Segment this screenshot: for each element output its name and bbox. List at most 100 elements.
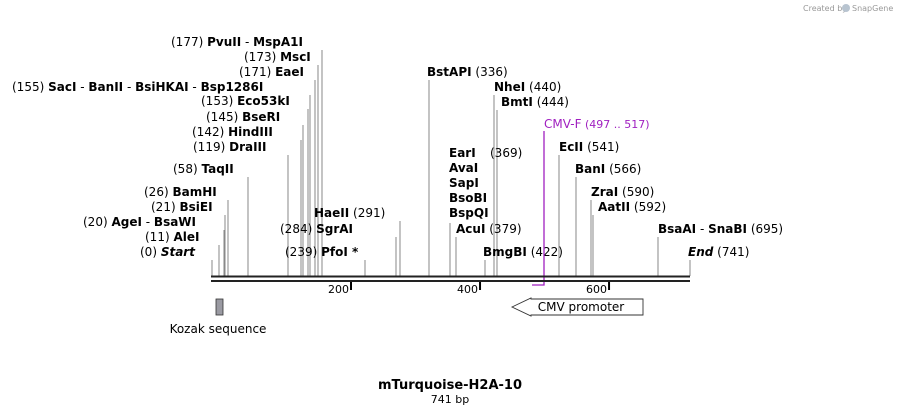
site-position: (145) <box>206 110 238 124</box>
site-position: (239) <box>285 245 317 259</box>
site-labels: (0) Start(11) AleI(20) AgeI - BsaWI(21) … <box>12 35 783 259</box>
primer-arrow <box>532 131 545 286</box>
site-position: (11) <box>145 230 170 244</box>
site-name: Bsp1286I <box>201 80 264 94</box>
site-position: (119) <box>193 140 225 154</box>
site-label-hindiii[interactable]: (142) HindIII <box>192 125 273 139</box>
site-label-pvuii-mspa1i[interactable]: (177) PvuII - MspA1I <box>171 35 303 49</box>
map-title: mTurquoise-H2A-10 <box>378 378 522 393</box>
site-label-eari[interactable]: EarI <box>449 146 476 160</box>
site-name: SacI <box>48 80 76 94</box>
site-label-avai[interactable]: AvaI <box>449 161 478 175</box>
site-label-bamhi[interactable]: (26) BamHI <box>144 185 217 199</box>
site-name: AcuI <box>456 222 485 236</box>
site-name: BsiEI <box>179 200 212 214</box>
site-name: HaeII <box>314 206 349 220</box>
site-name: ZraI <box>591 185 618 199</box>
site-label-bseri[interactable]: (145) BseRI <box>206 110 280 124</box>
site-name: TaqII <box>201 162 233 176</box>
site-position: (21) <box>151 200 176 214</box>
site-position: (440) <box>529 80 561 94</box>
site-label-bsobi[interactable]: BsoBI <box>449 191 487 205</box>
site-label-pfoi[interactable]: (239) PfoI * <box>285 245 359 259</box>
site-position: (291) <box>353 206 385 220</box>
site-position: (541) <box>587 140 619 154</box>
site-name: Eco53kI <box>237 94 290 108</box>
site-label-bani[interactable]: BanI (566) <box>575 162 641 176</box>
site-position: (695) <box>751 222 783 236</box>
site-name: AatII <box>598 200 630 214</box>
site-name: BsiHKAI <box>135 80 189 94</box>
site-name: PfoI * <box>321 245 359 259</box>
site-name: PvuII <box>207 35 241 49</box>
site-position: (177) <box>171 35 203 49</box>
site-label-bmti[interactable]: BmtI (444) <box>501 95 569 109</box>
site-position: (566) <box>609 162 641 176</box>
credit-text: Created by <box>803 4 847 13</box>
site-position: (155) <box>12 80 44 94</box>
credit-brand: SnapGene <box>852 4 893 13</box>
site-label-sapi[interactable]: SapI <box>449 176 479 190</box>
site-name: BsaWI <box>154 215 196 229</box>
site-name: AgeI <box>111 215 141 229</box>
site-label-saci-banii-bsihkai-bsp1286i[interactable]: (155) SacI - BanII - BsiHKAI - Bsp1286I <box>12 80 263 94</box>
site-label-bsaai-snabi[interactable]: BsaAI - SnaBI (695) <box>658 222 783 236</box>
site-position: (173) <box>244 50 276 64</box>
site-name: HindIII <box>228 125 273 139</box>
site-name: BstAPI <box>427 65 472 79</box>
site-label-taqii[interactable]: (58) TaqII <box>173 162 234 176</box>
site-label-zrai[interactable]: ZraI (590) <box>591 185 654 199</box>
site-label-msci[interactable]: (173) MscI <box>244 50 311 64</box>
site-name: BmtI <box>501 95 533 109</box>
site-label-eaei[interactable]: (171) EaeI <box>239 65 304 79</box>
site-position: (153) <box>201 94 233 108</box>
site-label-ecii[interactable]: EcII (541) <box>559 140 619 154</box>
site-name: DraIII <box>229 140 266 154</box>
site-label-acui[interactable]: AcuI (379) <box>456 222 522 236</box>
site-name: MscI <box>280 50 311 64</box>
site-name: BamHI <box>172 185 216 199</box>
feature-cmv-promoter-label: CMV promoter <box>538 300 625 314</box>
site-name: AleI <box>173 230 199 244</box>
site-name: NheI <box>494 80 525 94</box>
site-label-draiii[interactable]: (119) DraIII <box>193 140 266 154</box>
site-position: (26) <box>144 185 169 199</box>
site-name: SgrAI <box>316 222 353 236</box>
site-label-agei-bsawi[interactable]: (20) AgeI - BsaWI <box>83 215 196 229</box>
site-name: EcII <box>559 140 583 154</box>
site-label-bspqi[interactable]: BspQI <box>449 206 489 220</box>
site-label-bstapi[interactable]: BstAPI (336) <box>427 65 508 79</box>
site-name: BsaAI <box>658 222 696 236</box>
site-position: (58) <box>173 162 198 176</box>
feature-kozak-box[interactable] <box>215 298 224 316</box>
site-position: (741) <box>717 245 749 259</box>
site-position: (284) <box>280 222 312 236</box>
tick-label: 200 <box>328 283 349 296</box>
site-label-end[interactable]: End (741) <box>688 245 749 259</box>
site-label-bmgbi[interactable]: BmgBI (422) <box>483 245 563 259</box>
site-name: EaeI <box>275 65 304 79</box>
site-name: MspA1I <box>253 35 303 49</box>
site-position: (590) <box>622 185 654 199</box>
site-label-haeii[interactable]: HaeII (291) <box>314 206 385 220</box>
primer-cmv-f[interactable]: CMV-F (497 .. 517) <box>532 117 650 286</box>
site-label-alei[interactable]: (11) AleI <box>145 230 199 244</box>
site-label-aatii[interactable]: AatII (592) <box>598 200 666 214</box>
site-label-eco53ki[interactable]: (153) Eco53kI <box>201 94 290 108</box>
primer-label[interactable]: CMV-F (497 .. 517) <box>544 117 650 131</box>
site-position: (20) <box>83 215 108 229</box>
site-lines <box>211 50 691 276</box>
backbone <box>211 275 690 282</box>
site-label-nhei[interactable]: NheI (440) <box>494 80 561 94</box>
site-name: BanI <box>575 162 605 176</box>
site-position: (336) <box>475 65 507 79</box>
site-label-bsiei[interactable]: (21) BsiEI <box>151 200 213 214</box>
site-label-start[interactable]: (0) Start <box>140 245 196 259</box>
feature-cmv-promoter-arrow[interactable] <box>510 297 644 317</box>
site-position: (379) <box>489 222 521 236</box>
tick-label: 400 <box>457 283 478 296</box>
site-label-sgrai[interactable]: (284) SgrAI <box>280 222 353 236</box>
